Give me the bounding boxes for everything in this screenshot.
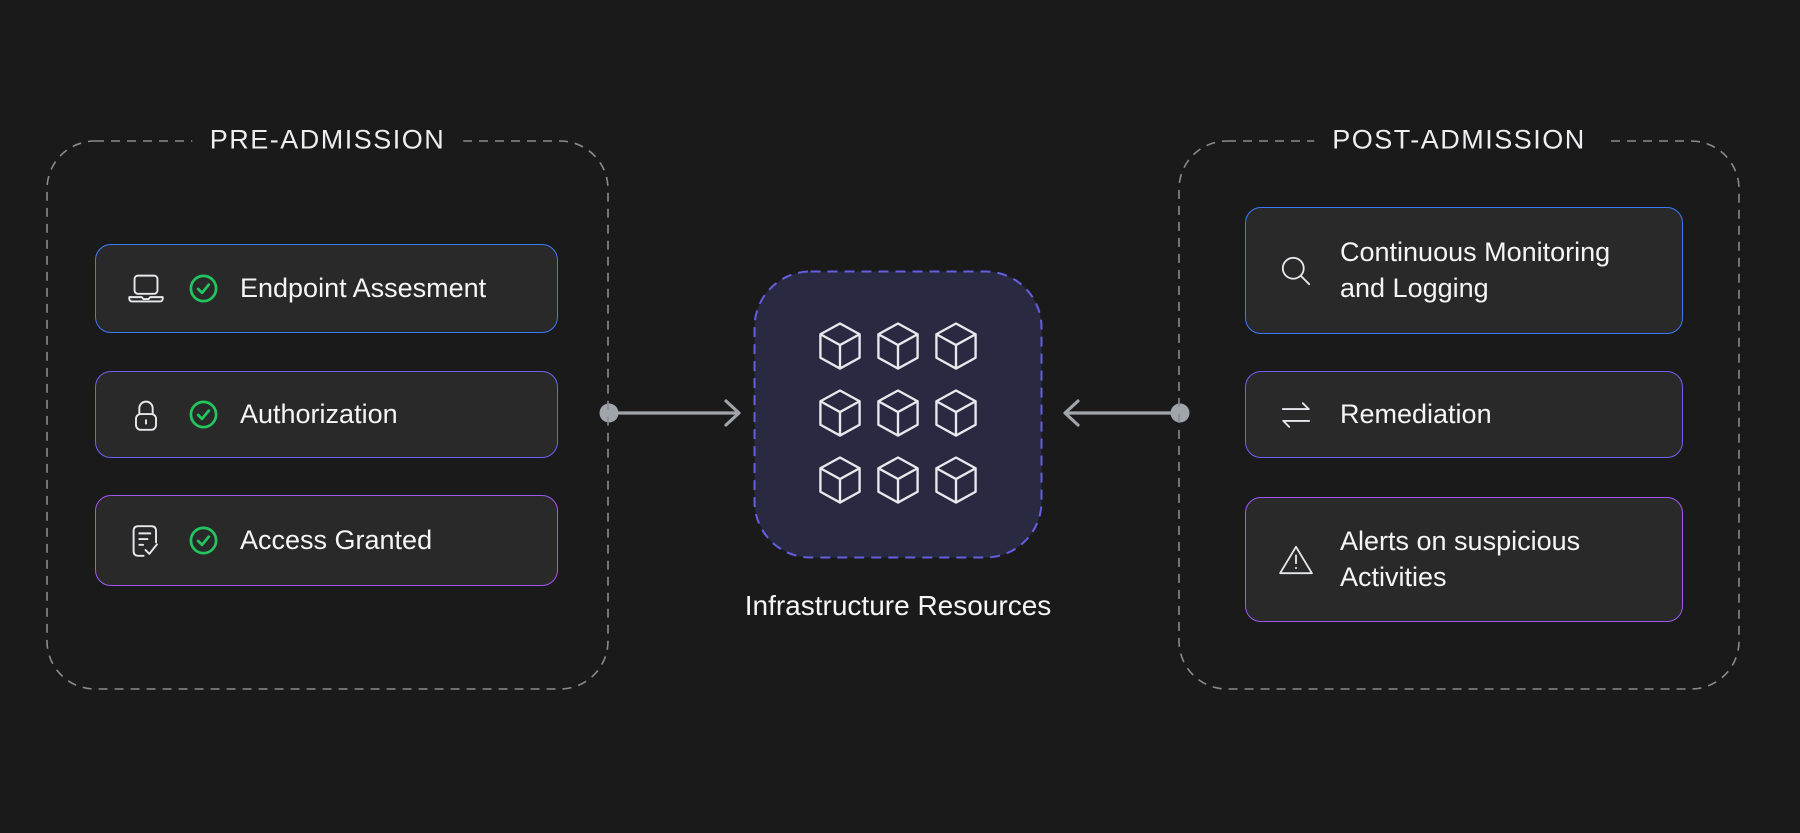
warning-triangle-icon [1276, 540, 1316, 580]
card-alerts-suspicious: Alerts on suspicious Activities [1245, 497, 1683, 622]
check-circle-icon [188, 273, 219, 304]
post-admission-group: POST-ADMISSION Continuous Monitoring and… [1178, 124, 1740, 690]
card-label: Alerts on suspicious Activities [1340, 525, 1581, 592]
infrastructure-resources-label: Infrastructure Resources [744, 590, 1052, 621]
check-circle-icon [188, 399, 219, 430]
card-label: Endpoint Assesment [240, 272, 487, 303]
lock-icon [125, 394, 167, 436]
card-access-granted: Access Granted [95, 495, 558, 586]
swap-arrows-icon [1276, 395, 1316, 435]
cube-grid-icon [753, 270, 1043, 559]
card-authorization: Authorization [95, 371, 558, 458]
card-label: Authorization [240, 398, 398, 429]
card-label: Access Granted [240, 524, 433, 555]
card-continuous-monitoring: Continuous Monitoring and Logging [1245, 207, 1683, 334]
infrastructure-resources-box [753, 270, 1043, 559]
card-remediation: Remediation [1245, 371, 1683, 458]
arrow-post-to-center [1063, 399, 1190, 427]
check-circle-icon [188, 525, 219, 556]
pre-admission-group: PRE-ADMISSION Endpoint Assesment [46, 124, 609, 690]
arrowhead-left-icon [1063, 399, 1080, 427]
pre-admission-title: PRE-ADMISSION [191, 124, 464, 156]
arrow-pre-to-center [599, 399, 741, 427]
laptop-icon [125, 268, 167, 310]
card-endpoint-assessment: Endpoint Assesment [95, 244, 558, 333]
post-admission-title: POST-ADMISSION [1314, 124, 1604, 156]
document-check-icon [125, 520, 167, 562]
search-icon [1276, 251, 1316, 291]
card-label: Remediation [1340, 398, 1492, 429]
arrowhead-right-icon [724, 399, 741, 427]
card-label: Continuous Monitoring and Logging [1340, 236, 1611, 303]
